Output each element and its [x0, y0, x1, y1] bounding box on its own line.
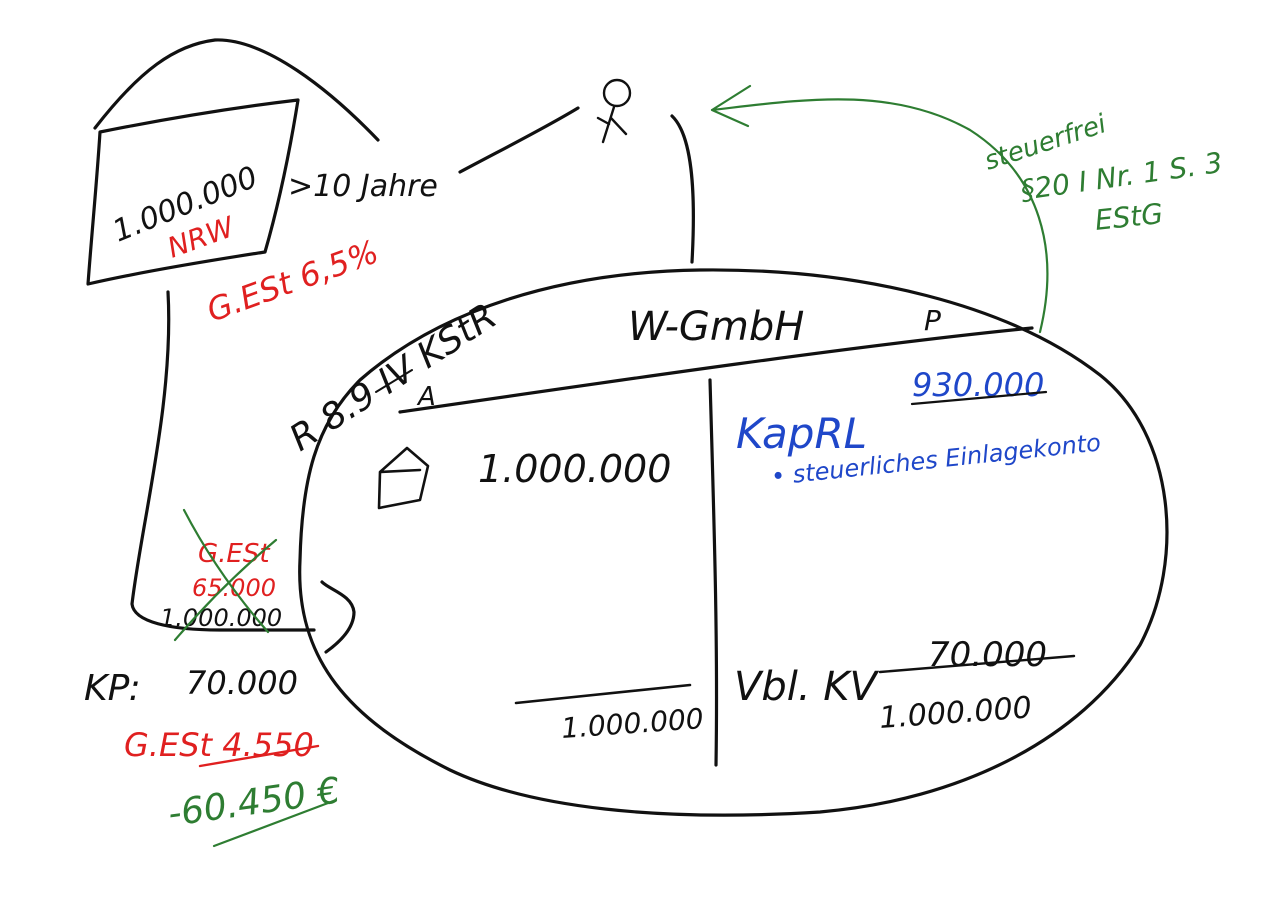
owner-to-company-line [670, 114, 695, 264]
company-connector-hook [320, 580, 356, 654]
liability-total: 1.000.000 [878, 690, 1033, 736]
tax-line: G.ESt 4.550 [124, 726, 314, 764]
note-line3: EStG [1093, 197, 1164, 237]
company-ellipse [298, 268, 1169, 817]
cross-out-mark [173, 508, 278, 642]
price-value: 70.000 [186, 664, 298, 702]
liabilities-label: P [924, 304, 941, 337]
law-reference-underline [375, 369, 413, 393]
liability-sum-line [878, 654, 1076, 674]
house-roof [93, 38, 380, 142]
base-value: 1.000.000 [160, 604, 282, 632]
liability-value: 70.000 [928, 635, 1047, 675]
asset-total: 1.000.000 [560, 702, 704, 745]
liability-label: Vbl. KV [734, 664, 880, 710]
company-name: W-GmbH [628, 304, 804, 350]
asset-value: 1.000.000 [478, 447, 671, 491]
assets-label: A [416, 382, 436, 412]
house-to-base-connector [130, 290, 316, 632]
reserve-underline [910, 390, 1048, 406]
asset-sum-line [514, 683, 692, 705]
house-frame [86, 98, 300, 286]
taccount-divider [708, 378, 719, 767]
tax-free-arrow [710, 84, 1049, 334]
owner-to-house-line [458, 106, 580, 174]
saving-underline [212, 798, 338, 848]
owner-head [602, 78, 632, 108]
house-tax: G.ESt 6,5% [202, 232, 384, 329]
tax-underline [198, 744, 320, 768]
taccount-top-line [398, 326, 1034, 414]
owner-body [596, 105, 628, 144]
holding-period: >10 Jahre [288, 169, 438, 204]
saving-amount: -60.450 € [166, 770, 343, 835]
law-reference: R 8.9 IV KStR [283, 296, 504, 460]
building-icon [377, 446, 430, 510]
price-label: KP: [84, 668, 141, 709]
reserve-label: KapRL [736, 409, 867, 458]
